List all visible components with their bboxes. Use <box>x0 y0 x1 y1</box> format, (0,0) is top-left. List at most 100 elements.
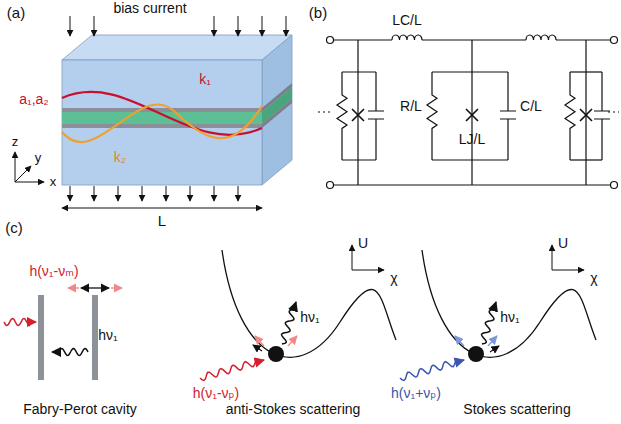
photon-label: hν₁ <box>500 310 520 325</box>
circuit <box>318 35 619 189</box>
resistor-symbol <box>565 72 575 160</box>
photon-label: hν₁ <box>98 328 118 343</box>
photon-wave <box>200 358 257 380</box>
wire <box>585 160 586 185</box>
inductor-symbol <box>392 35 422 40</box>
junction-symbol <box>580 109 592 121</box>
photon-arrow <box>494 302 496 309</box>
axis <box>552 245 553 270</box>
motion-arrow <box>490 346 499 352</box>
motion-arrow <box>253 345 262 351</box>
wire <box>342 159 376 160</box>
continuation-dots <box>318 111 330 112</box>
particle <box>268 346 284 362</box>
capacitor-symbol <box>500 72 516 160</box>
terminal <box>611 37 618 44</box>
stroke <box>262 16 263 36</box>
terminal <box>327 37 334 44</box>
junction-symbol <box>352 109 364 121</box>
length-dimension <box>62 208 262 209</box>
stroke <box>70 16 71 36</box>
photon-arrow <box>257 360 264 362</box>
stroke <box>238 16 239 36</box>
inductor-symbol <box>526 35 556 40</box>
photon-arrow <box>52 351 59 353</box>
axis-label: z <box>12 135 19 149</box>
axis-label: χ <box>390 271 397 286</box>
axis-label: U <box>558 236 568 251</box>
capacitor-symbol <box>594 72 610 160</box>
photon-arrow <box>29 321 36 323</box>
wire <box>432 71 508 72</box>
axis-label: x <box>50 175 57 189</box>
axis-label: U <box>358 236 368 251</box>
photon-label: h(ν₁+νₚ) <box>391 386 441 401</box>
motion-arrow <box>488 336 497 346</box>
wire <box>556 39 610 40</box>
axis <box>352 270 384 271</box>
photon-arrow <box>294 302 296 309</box>
stroke <box>214 16 215 36</box>
wire <box>334 39 392 40</box>
axis-label: y <box>35 151 42 165</box>
motion-arrow <box>255 336 264 346</box>
wire <box>471 160 472 185</box>
stroke <box>286 16 287 36</box>
stroke <box>238 186 239 201</box>
stroke <box>118 186 119 201</box>
caption-text: anti-Stokes scattering <box>226 402 361 417</box>
resistor-symbol <box>337 72 347 160</box>
photon-label: hν₁ <box>300 310 320 325</box>
junction-symbol <box>466 109 478 121</box>
terminal <box>611 182 618 189</box>
stroke <box>94 186 95 201</box>
particle <box>468 346 484 362</box>
motion-arrow <box>288 336 297 346</box>
stroke <box>190 186 191 201</box>
photon-waves <box>4 302 497 381</box>
panel-label: (c) <box>5 220 23 237</box>
capacitor-symbol <box>368 72 384 160</box>
mode-label: a₁,a₂ <box>19 92 49 107</box>
axis <box>352 245 353 270</box>
stroke <box>142 186 143 201</box>
stroke <box>94 16 95 36</box>
motion-arrow <box>455 336 464 346</box>
component-label: R/L <box>400 99 422 114</box>
panel-label: (a) <box>7 5 25 22</box>
component-label: LJ/L <box>459 132 485 147</box>
annotation: bias current <box>113 1 186 16</box>
resistor-symbol <box>427 72 437 160</box>
photon-wave <box>58 349 88 356</box>
caption-text: Fabry-Perot cavity <box>23 402 137 417</box>
stroke <box>214 186 215 201</box>
photon-wave <box>482 309 497 344</box>
component-label: C/L <box>520 99 542 114</box>
photon-arrow <box>457 360 464 362</box>
wire <box>342 71 376 72</box>
dimension: L <box>158 213 166 230</box>
component-label: LC/L <box>392 13 422 28</box>
wire <box>585 40 586 72</box>
bias-arrows <box>70 16 286 201</box>
stroke <box>70 186 71 201</box>
potential-curve <box>222 250 396 357</box>
potential-wells <box>222 245 596 362</box>
photon-label: h(ν₁-νₚ) <box>193 386 240 401</box>
wire <box>357 40 358 72</box>
wire <box>471 40 472 72</box>
caption-text: Stokes scattering <box>463 402 570 417</box>
slab <box>62 35 292 185</box>
terminal <box>327 182 334 189</box>
wave-label: k₂ <box>114 150 126 165</box>
wire <box>432 159 508 160</box>
photon-wave <box>282 309 297 344</box>
stroke <box>166 186 167 201</box>
panel-label: (b) <box>309 5 327 22</box>
wave-label: k₁ <box>199 72 211 87</box>
axis-label: χ <box>590 271 597 286</box>
wire <box>357 160 358 185</box>
photon-wave <box>4 319 30 326</box>
